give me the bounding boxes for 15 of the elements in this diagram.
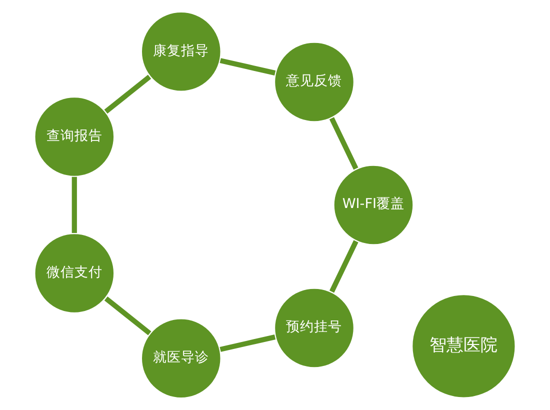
node-circle: 康复指导 xyxy=(140,10,222,92)
node-circle: 查询报告 xyxy=(34,96,116,178)
node-circle: 意见反馈 xyxy=(273,41,356,123)
connector xyxy=(329,240,358,293)
node-circle: 预约挂号 xyxy=(273,287,356,369)
connector xyxy=(104,296,152,336)
connector xyxy=(329,117,358,170)
connector xyxy=(72,176,77,234)
node-circle: 智慧医院 xyxy=(410,293,516,399)
connector xyxy=(220,334,276,352)
node-circle: WI-FI覆盖 xyxy=(332,164,414,246)
connector xyxy=(220,58,276,76)
node-circle: 微信支付 xyxy=(34,232,116,314)
node-circle: 就医导诊 xyxy=(140,318,222,400)
connector xyxy=(104,74,152,114)
